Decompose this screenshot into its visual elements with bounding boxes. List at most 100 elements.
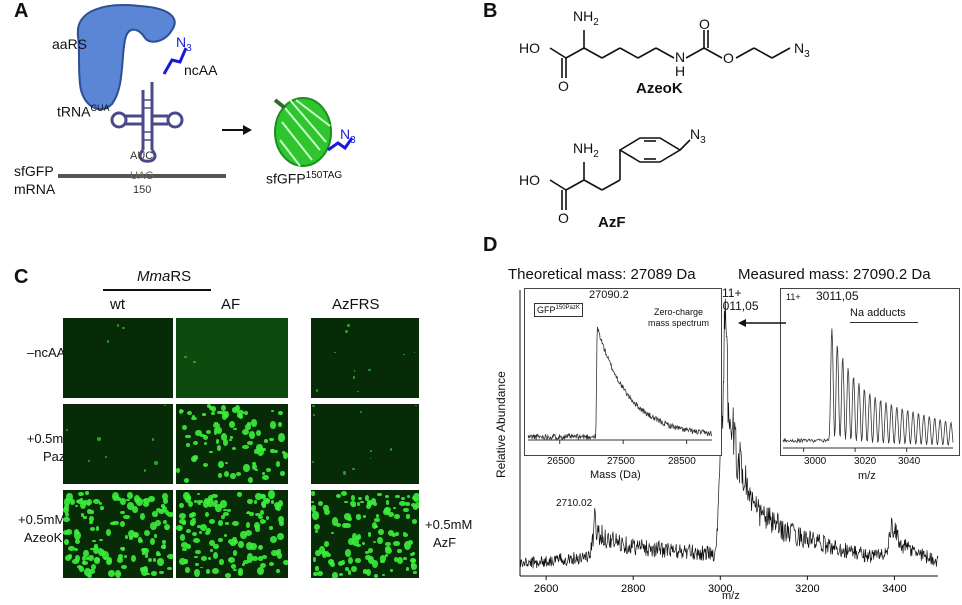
fluorescent-cell (126, 492, 133, 500)
fluorescent-cell (279, 521, 284, 527)
fluorescent-cell (82, 556, 86, 561)
fluorescent-cell (79, 501, 86, 509)
fluorescent-cell (363, 515, 367, 518)
fluorescent-cell (116, 572, 121, 576)
fluorescent-cell (264, 499, 270, 505)
fluorescent-cell (231, 406, 239, 413)
x-tick-label: 3400 (882, 583, 906, 595)
fluorescent-cell (248, 477, 254, 484)
fluorescent-cell (205, 527, 212, 534)
fluorescent-cell (365, 569, 371, 577)
fluorescent-cell (238, 540, 244, 549)
fluorescent-cell (273, 502, 280, 509)
fluorescent-cell (347, 570, 352, 575)
fluorescent-cell (412, 505, 419, 511)
fluorescent-cell (385, 541, 392, 546)
x-tick-label: 3200 (795, 583, 819, 595)
fluorescent-cell (232, 447, 237, 451)
fluorescent-cell (120, 546, 125, 551)
micrograph-af-pazk (176, 404, 288, 484)
fluorescent-cell (200, 566, 204, 569)
fluorescent-cell (209, 450, 213, 453)
fluorescent-cell (74, 529, 79, 536)
fluorescent-cell (89, 527, 96, 532)
fluorescent-cell (247, 499, 253, 505)
fluorescent-cell (205, 511, 210, 518)
codon-position-label: 150 (133, 184, 152, 196)
fluorescent-cell (130, 555, 136, 562)
fluorescent-cell (341, 523, 347, 529)
fluorescent-cell (393, 557, 398, 563)
fluorescent-cell (383, 508, 390, 516)
fluorescent-cell (185, 544, 191, 549)
fluorescent-cell (371, 560, 378, 569)
fluorescent-cell (413, 351, 416, 354)
fluorescent-cell (385, 554, 389, 557)
fluorescent-cell (406, 514, 410, 519)
fluorescent-cell (274, 449, 279, 454)
inset1-xtick-3: 28500 (668, 456, 696, 467)
fluorescent-cell (223, 512, 229, 516)
fluorescent-cell (88, 460, 91, 462)
micrograph-wt-no-ncaa (63, 318, 173, 398)
fluorescent-cell (358, 497, 363, 501)
fluorescent-cell (142, 502, 150, 508)
fluorescent-cell (88, 554, 94, 562)
fluorescent-cell (75, 538, 80, 544)
fluorescent-cell (63, 516, 70, 523)
fluorescent-cell (63, 504, 69, 511)
fluorescent-cell (352, 375, 356, 379)
fluorescent-cell (182, 492, 190, 501)
inset2-note: Na adducts (850, 307, 906, 319)
fluorescent-cell (314, 550, 321, 556)
fluorescent-cell (210, 406, 217, 413)
ncaa-label: ncAA (184, 62, 218, 78)
fluorescent-cell (157, 509, 165, 515)
fluorescent-cell (336, 523, 342, 528)
fluorescent-cell (261, 472, 266, 475)
fluorescent-cell (260, 500, 266, 508)
fluorescent-cell (92, 545, 99, 554)
fluorescent-cell (316, 571, 323, 576)
inset-na-adducts (780, 288, 960, 456)
fluorescent-cell (192, 440, 198, 445)
fluorescent-cell (241, 429, 249, 436)
fluorescent-cell (280, 471, 286, 476)
fluorescent-cell (88, 569, 96, 574)
fluorescent-cell (74, 530, 81, 540)
fluorescent-cell (364, 495, 369, 502)
fluorescent-cell (244, 410, 249, 416)
fluorescent-cell (99, 502, 103, 506)
fluorescent-cell (403, 507, 409, 513)
fluorescent-cell (117, 554, 123, 559)
y-axis-label: Relative Abundance (494, 371, 508, 478)
azeok-structure (549, 30, 791, 78)
fluorescent-cell (94, 558, 100, 565)
fluorescent-cell (112, 520, 119, 525)
fluorescent-cell (388, 512, 395, 517)
fluorescent-cell (178, 408, 184, 414)
fluorescent-cell (231, 520, 239, 527)
inset2-xtick-1: 3000 (804, 456, 827, 467)
ncaa-azide-structure (162, 47, 188, 75)
fluorescent-cell (74, 554, 81, 563)
fluorescent-cell (339, 572, 344, 576)
fluorescent-cell (116, 323, 120, 328)
fluorescent-cell (203, 463, 208, 468)
fluorescent-cell (77, 565, 83, 569)
fluorescent-cell (85, 557, 89, 560)
fluorescent-cell (191, 415, 195, 419)
fluorescent-cell (322, 551, 328, 558)
fluorescent-cell (207, 556, 212, 561)
fluorescent-cell (138, 539, 144, 543)
fluorescent-cell (375, 513, 380, 518)
fluorescent-cell (402, 353, 405, 356)
fluorescent-cell (221, 413, 227, 420)
azeok-ether-o-label: O (723, 50, 734, 66)
inset2-xtick-2: 3020 (854, 456, 877, 467)
fluorescent-cell (263, 497, 270, 502)
fluorescent-cell (86, 572, 93, 578)
fluorescent-cell (101, 550, 109, 560)
fluorescent-cell (312, 460, 315, 463)
